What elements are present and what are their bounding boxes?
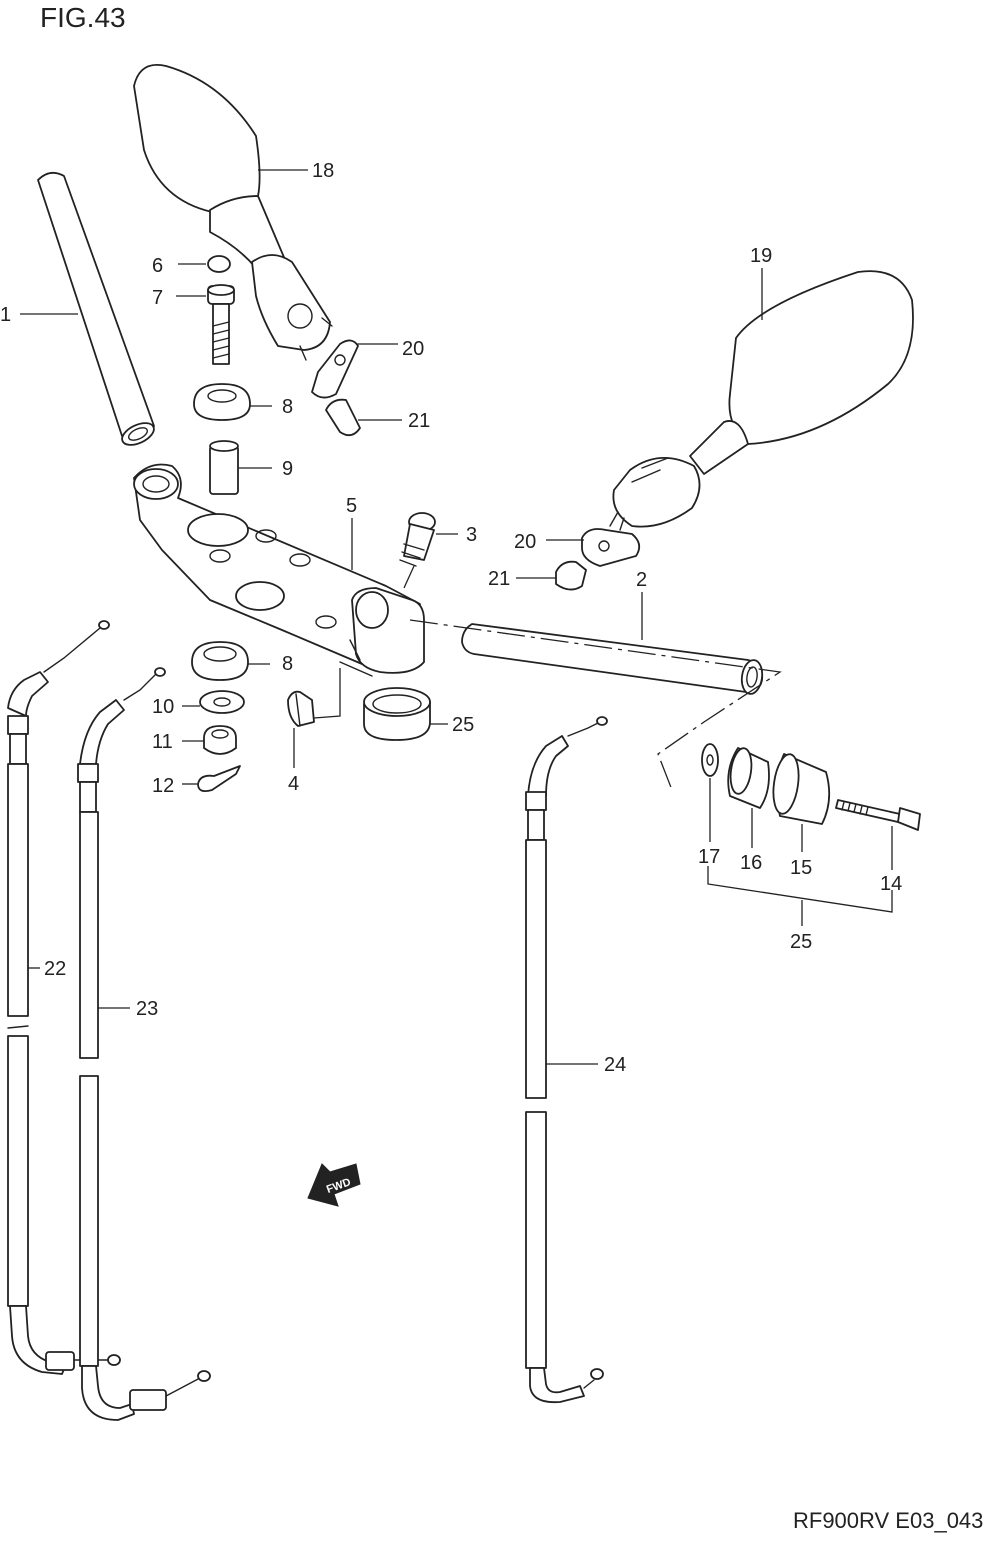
damper-lower <box>191 641 249 681</box>
mirror-plate-right <box>581 528 641 567</box>
callout-8-upper: 8 <box>282 396 293 418</box>
right-handlebar-tube <box>461 623 764 695</box>
right-mirror <box>609 270 914 531</box>
washer <box>199 690 245 714</box>
callout-2: 2 <box>636 569 647 591</box>
callout-labels: 1 2 3 4 5 6 7 8 8 9 10 11 12 14 15 16 17… <box>0 160 902 1076</box>
cotter-pin <box>197 765 241 793</box>
callout-7: 7 <box>152 287 163 309</box>
mirror-cap <box>207 255 231 273</box>
callout-15: 15 <box>790 857 812 879</box>
callout-3: 3 <box>466 524 477 546</box>
callout-8-lower: 8 <box>282 653 293 675</box>
callout-10: 10 <box>152 696 174 718</box>
callout-1: 1 <box>0 304 11 326</box>
end-screw <box>835 799 921 831</box>
callout-21-left: 21 <box>408 410 430 432</box>
callout-18: 18 <box>312 160 334 182</box>
callout-5: 5 <box>346 495 357 517</box>
holder-cap-ring <box>363 687 431 741</box>
guide-line <box>409 619 782 791</box>
end-weight-inner <box>727 747 770 809</box>
callout-25-set: 25 <box>790 931 812 953</box>
callout-19: 19 <box>750 245 772 267</box>
leader-lines <box>20 169 893 1065</box>
mirror-plate-left <box>311 339 359 399</box>
mirror-nut-right <box>555 560 587 591</box>
damper-upper <box>193 383 251 421</box>
callout-14: 14 <box>880 873 902 895</box>
collar <box>209 440 239 495</box>
end-washer <box>701 743 719 777</box>
mirror-nut-left <box>325 398 361 437</box>
callout-12: 12 <box>152 775 174 797</box>
throttle-cable-22 <box>7 620 121 1375</box>
mirror-bolt <box>207 284 235 365</box>
throttle-cable-23 <box>77 667 211 1421</box>
left-handlebar-tube <box>37 171 155 446</box>
grommet <box>287 690 315 727</box>
callout-25-ring: 25 <box>452 714 474 736</box>
callout-11: 11 <box>152 731 173 753</box>
callout-20-right: 20 <box>514 531 536 553</box>
callout-20-left: 20 <box>402 338 424 360</box>
callout-23: 23 <box>136 998 158 1020</box>
throttle-cable-24 <box>525 716 608 1404</box>
callout-9: 9 <box>282 458 293 480</box>
fwd-arrow: FWD <box>307 1163 361 1207</box>
callout-22: 22 <box>44 958 66 980</box>
figure-title: FIG.43 <box>40 2 126 33</box>
callout-21-right: 21 <box>488 568 510 590</box>
left-mirror <box>133 64 333 361</box>
handlebar-holder <box>133 463 425 677</box>
lower-nut <box>203 725 237 755</box>
callout-17: 17 <box>698 846 720 868</box>
callout-24: 24 <box>604 1054 626 1076</box>
callout-16: 16 <box>740 852 762 874</box>
callout-4: 4 <box>288 773 299 795</box>
end-weight-outer <box>772 753 831 825</box>
callout-6: 6 <box>152 255 163 277</box>
holder-bolt <box>399 512 436 567</box>
figure-code: RF900RV E03_043 <box>793 1508 983 1533</box>
